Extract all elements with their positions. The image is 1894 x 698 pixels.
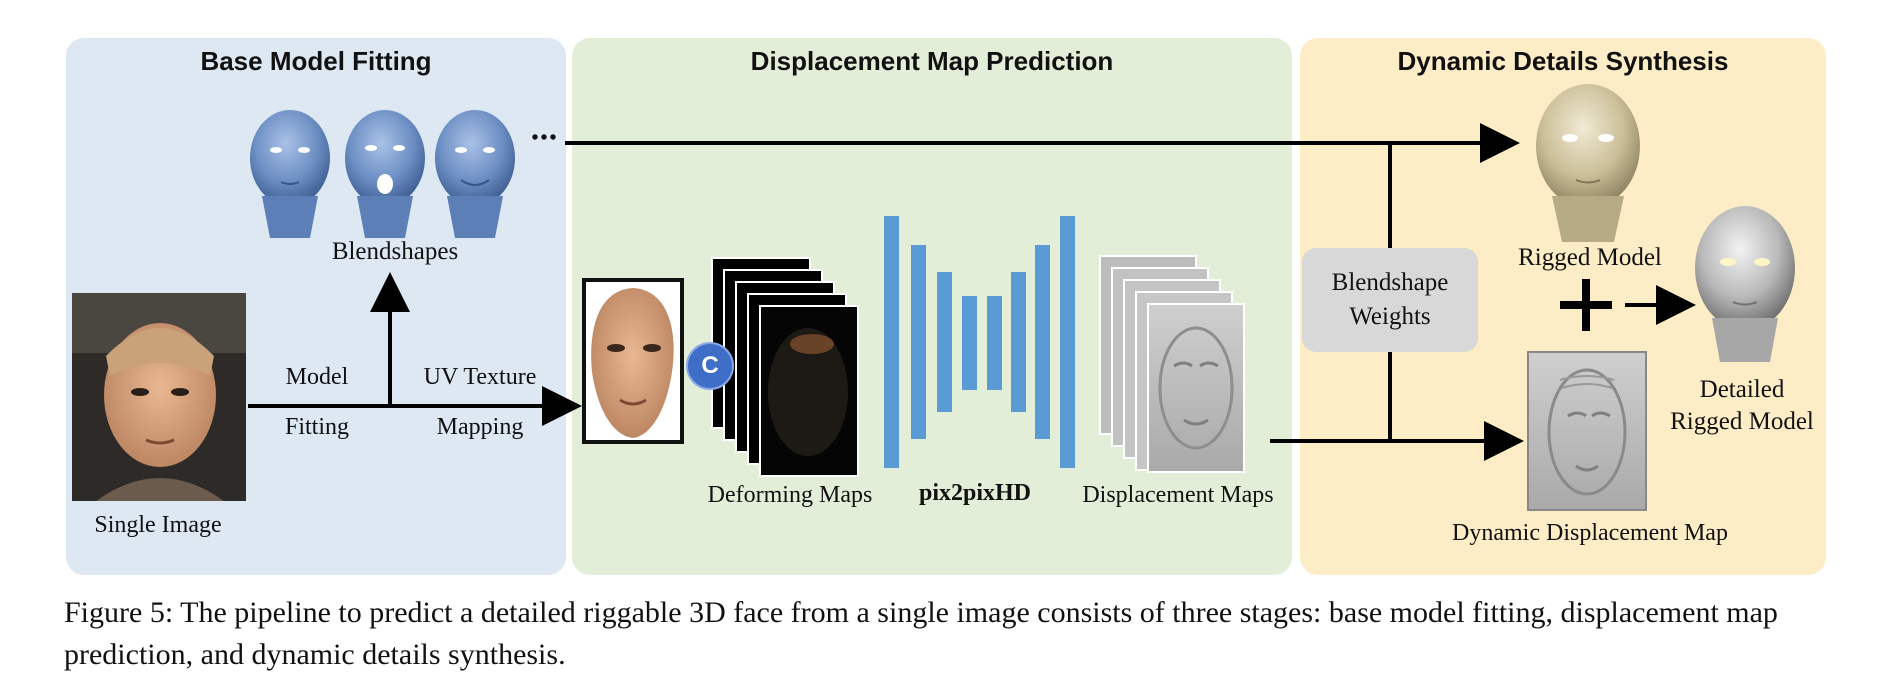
rigged-model-label: Rigged Model — [1518, 244, 1662, 271]
blendshape-weights-line1: Blendshape — [1331, 269, 1449, 296]
dynamic-displacement-map-image — [1527, 351, 1647, 511]
rigged-model-head — [1536, 84, 1640, 242]
detailed-rigged-model-label-2: Rigged Model — [1670, 408, 1814, 435]
panel-title-base: Base Model Fitting — [200, 46, 432, 76]
fitting-label: Fitting — [284, 414, 350, 440]
blendshape-head-2 — [345, 110, 425, 238]
pix2pixhd-network — [884, 216, 1075, 468]
panel-title-displacement: Displacement Map Prediction — [750, 46, 1114, 76]
blendshape-weights-box: Blendshape Weights — [1302, 248, 1478, 352]
displacement-maps-stack — [1099, 255, 1245, 473]
concat-badge: C — [686, 342, 734, 390]
displacement-maps-label: Displacement Maps — [1082, 482, 1274, 508]
model-label: Model — [285, 364, 349, 390]
blendshape-head-1 — [250, 110, 330, 238]
blendshapes-label: Blendshapes — [331, 238, 459, 265]
plus-sign — [1560, 279, 1612, 331]
mapping-label: Mapping — [436, 414, 524, 440]
figure-caption: Figure 5: The pipeline to predict a deta… — [64, 596, 1778, 671]
deforming-maps-stack — [711, 257, 859, 477]
single-image-label: Single Image — [94, 512, 222, 538]
single-image-photo — [72, 293, 246, 501]
detailed-rigged-model-head — [1695, 206, 1795, 362]
panel-title-dynamic: Dynamic Details Synthesis — [1397, 46, 1729, 76]
dynamic-displacement-map-label: Dynamic Displacement Map — [1452, 520, 1728, 546]
deforming-maps-label: Deforming Maps — [707, 482, 873, 508]
blendshape-head-3 — [435, 110, 515, 238]
uv-texture-image — [582, 278, 684, 444]
ellipsis-dots: ••• — [531, 127, 559, 149]
pix2pixhd-label: pix2pixHD — [918, 480, 1032, 506]
detailed-rigged-model-label-1: Detailed — [1699, 376, 1785, 403]
uv-texture-label: UV Texture — [423, 364, 537, 390]
blendshape-weights-line2: Weights — [1349, 303, 1431, 330]
